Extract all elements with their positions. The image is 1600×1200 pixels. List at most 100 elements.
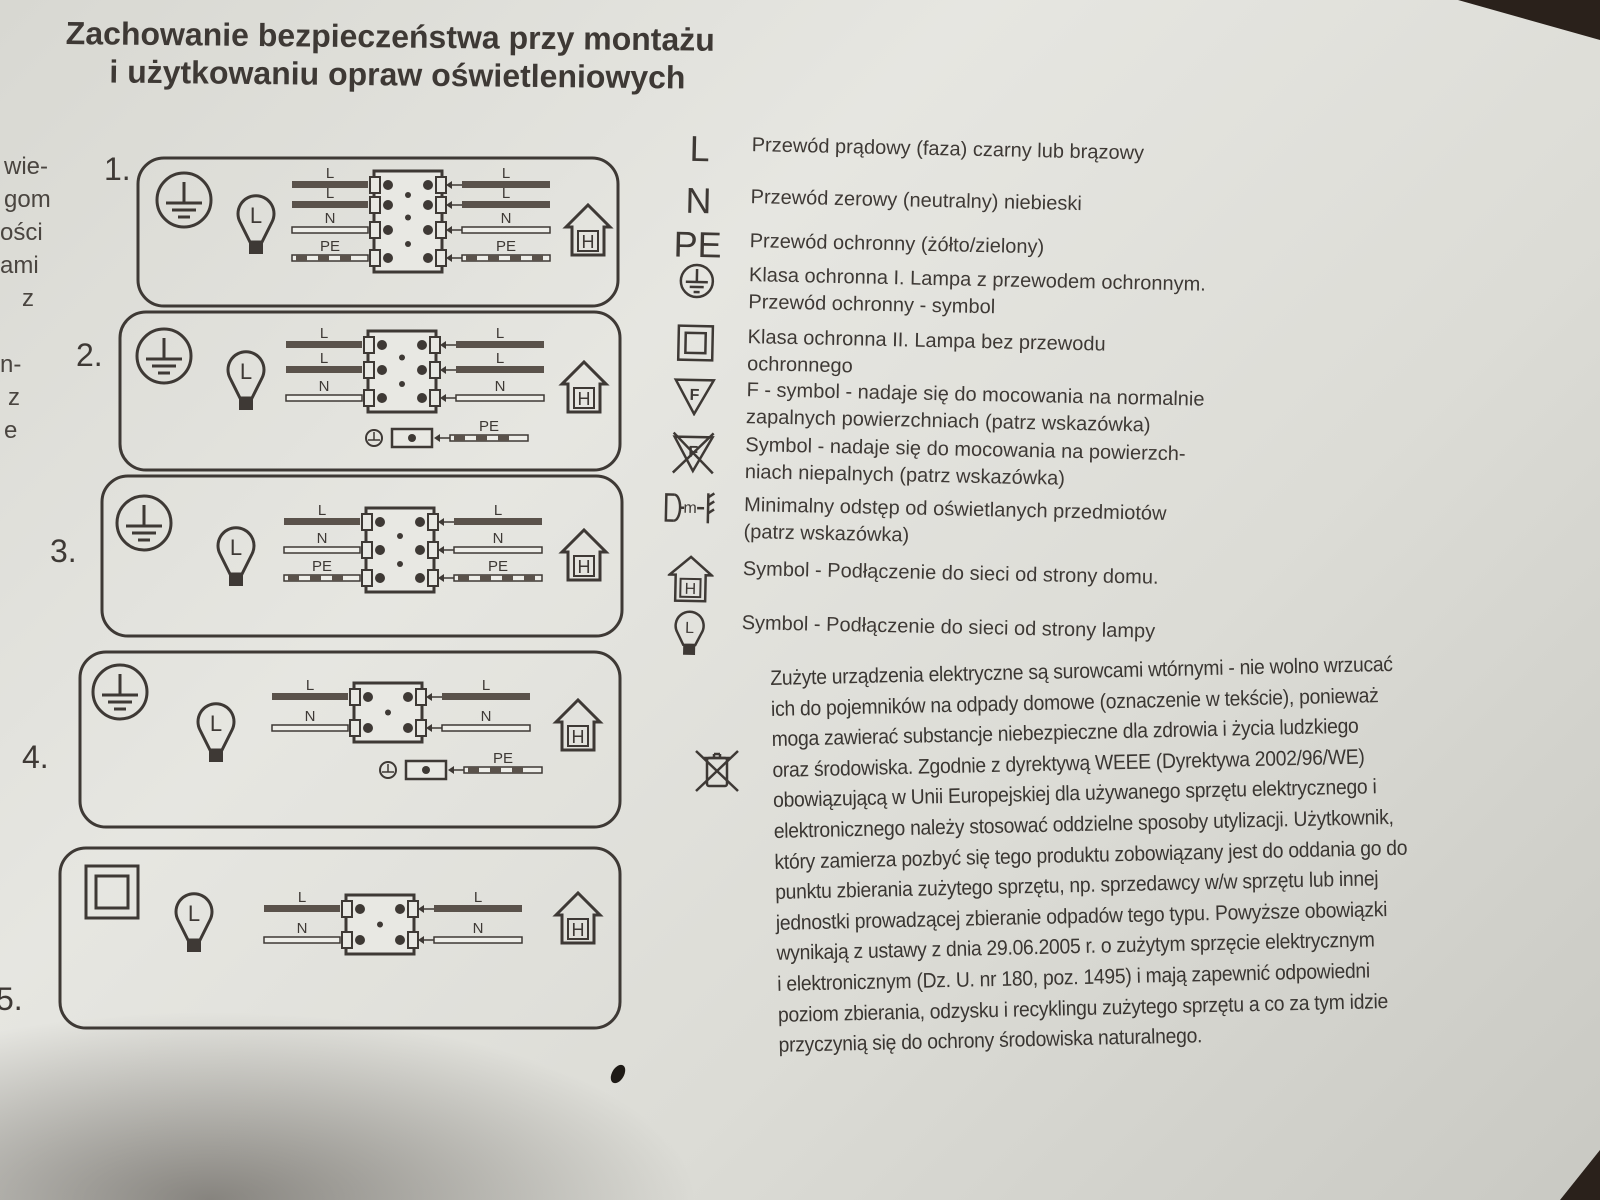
legend-line: Przewód prądowy (faza) czarny lub brązow… [751, 134, 1145, 165]
wire-right: PE [446, 238, 551, 262]
wire-label: N [495, 378, 506, 395]
legend-description: Minimalny odstęp od oświetlanych przedmi… [743, 492, 1166, 555]
svg-text:H: H [684, 581, 696, 598]
wire-right: L [446, 165, 550, 189]
svg-text:m: m [683, 500, 697, 517]
wire-label: L [320, 350, 328, 367]
svg-text:L: L [685, 620, 694, 637]
wire-left: N [291, 210, 369, 234]
crossed-bin-icon [695, 750, 739, 792]
svg-text:F: F [689, 387, 699, 404]
double-square-icon [84, 864, 140, 920]
wire-right: L [446, 185, 550, 209]
earth-icon [679, 263, 715, 299]
margin-fragment: z [22, 285, 34, 312]
legend-description: Symbol - Podłączenie do sieci od strony … [743, 556, 1159, 592]
wire-label: L [318, 502, 326, 519]
wire-left: L [286, 325, 362, 348]
diagram-number: 1. [104, 151, 131, 187]
wire-left: N [285, 378, 363, 402]
wire-left: PE [291, 238, 369, 262]
wire-label: N [481, 708, 492, 725]
wire-label: L [482, 677, 490, 694]
wire-label: PE [312, 558, 332, 575]
wire-label: PE [479, 418, 499, 435]
wire-right: N [426, 708, 531, 732]
wire-right: L [440, 325, 544, 349]
wire-right: N [440, 378, 545, 402]
margin-fragment: wie- [4, 153, 49, 180]
lamp-icon: L [196, 702, 236, 762]
legend-description: Symbol - nadaje się do mocowania na powi… [745, 432, 1186, 495]
wire-label: L [474, 889, 482, 906]
margin-fragment: e [4, 417, 18, 444]
crossed-f-triangle-icon: F [643, 430, 744, 482]
wire-label: L [306, 677, 314, 694]
legend-description: Przewód ochronny (żółto/zielony) [749, 228, 1044, 261]
min-distance-icon: m [664, 492, 716, 524]
lamp-label: L [240, 359, 252, 384]
pe-terminal [379, 759, 448, 781]
earth-icon [115, 494, 173, 552]
f-triangle-icon: F [644, 375, 745, 423]
wire-left: L [272, 677, 348, 700]
wire-right-pe: PE [448, 750, 543, 774]
house-icon: H [666, 555, 716, 603]
terminal-block [369, 169, 447, 274]
wire-left: L [292, 185, 368, 208]
wire-label: L [320, 325, 328, 342]
wire-label: N [297, 920, 308, 937]
wire-left: L [284, 502, 360, 525]
wire-label: PE [320, 238, 340, 255]
lamp-icon: L [174, 892, 214, 952]
earth-icon [91, 663, 149, 721]
margin-fragment: ości [0, 219, 43, 246]
wire-label: L [494, 502, 502, 519]
wire-label: L [496, 350, 504, 367]
lamp-icon: L [226, 350, 266, 410]
lamp-icon: L [236, 194, 276, 254]
earth-icon [155, 171, 213, 229]
wire-label: L [326, 185, 334, 202]
diagram-number: 5. [0, 981, 23, 1017]
margin-fragment: ami [0, 252, 39, 279]
lamp-label: L [250, 203, 262, 228]
wire-left: L [292, 165, 368, 188]
wire-right: N [438, 530, 543, 554]
wire-right: L [426, 677, 530, 701]
legend-letter: N [685, 179, 712, 222]
wire-label: L [502, 185, 510, 202]
wire-label: N [493, 530, 504, 547]
wire-label: L [326, 165, 334, 182]
wire-left: N [271, 708, 349, 732]
wire-label: L [496, 325, 504, 342]
terminal-block [363, 329, 441, 414]
legend-row: H Symbol - Podłączenie do sieci od strony… [640, 554, 1159, 619]
legend-row: m Minimalny odstęp od oświetlanych przedm… [641, 490, 1167, 555]
wire-left: L [286, 350, 362, 373]
terminal-block [341, 893, 419, 956]
wire-label: L [502, 165, 510, 182]
diagram-frame [136, 156, 620, 308]
legend-line: Symbol - Podłączenie do sieci od strony … [742, 558, 1159, 589]
wire-left: N [263, 920, 341, 944]
wire-left: PE [283, 558, 361, 582]
wire-right-pe: PE [434, 418, 529, 442]
lamp-label: L [188, 901, 200, 926]
diagram-frame [118, 310, 622, 472]
house-label: H [582, 232, 595, 252]
margin-fragment: z [8, 384, 20, 411]
legend-line: Przewód ochronny (żółto/zielony) [749, 230, 1045, 259]
lamp-label: L [230, 535, 242, 560]
house-label: H [572, 727, 585, 747]
house-label: H [578, 389, 591, 409]
